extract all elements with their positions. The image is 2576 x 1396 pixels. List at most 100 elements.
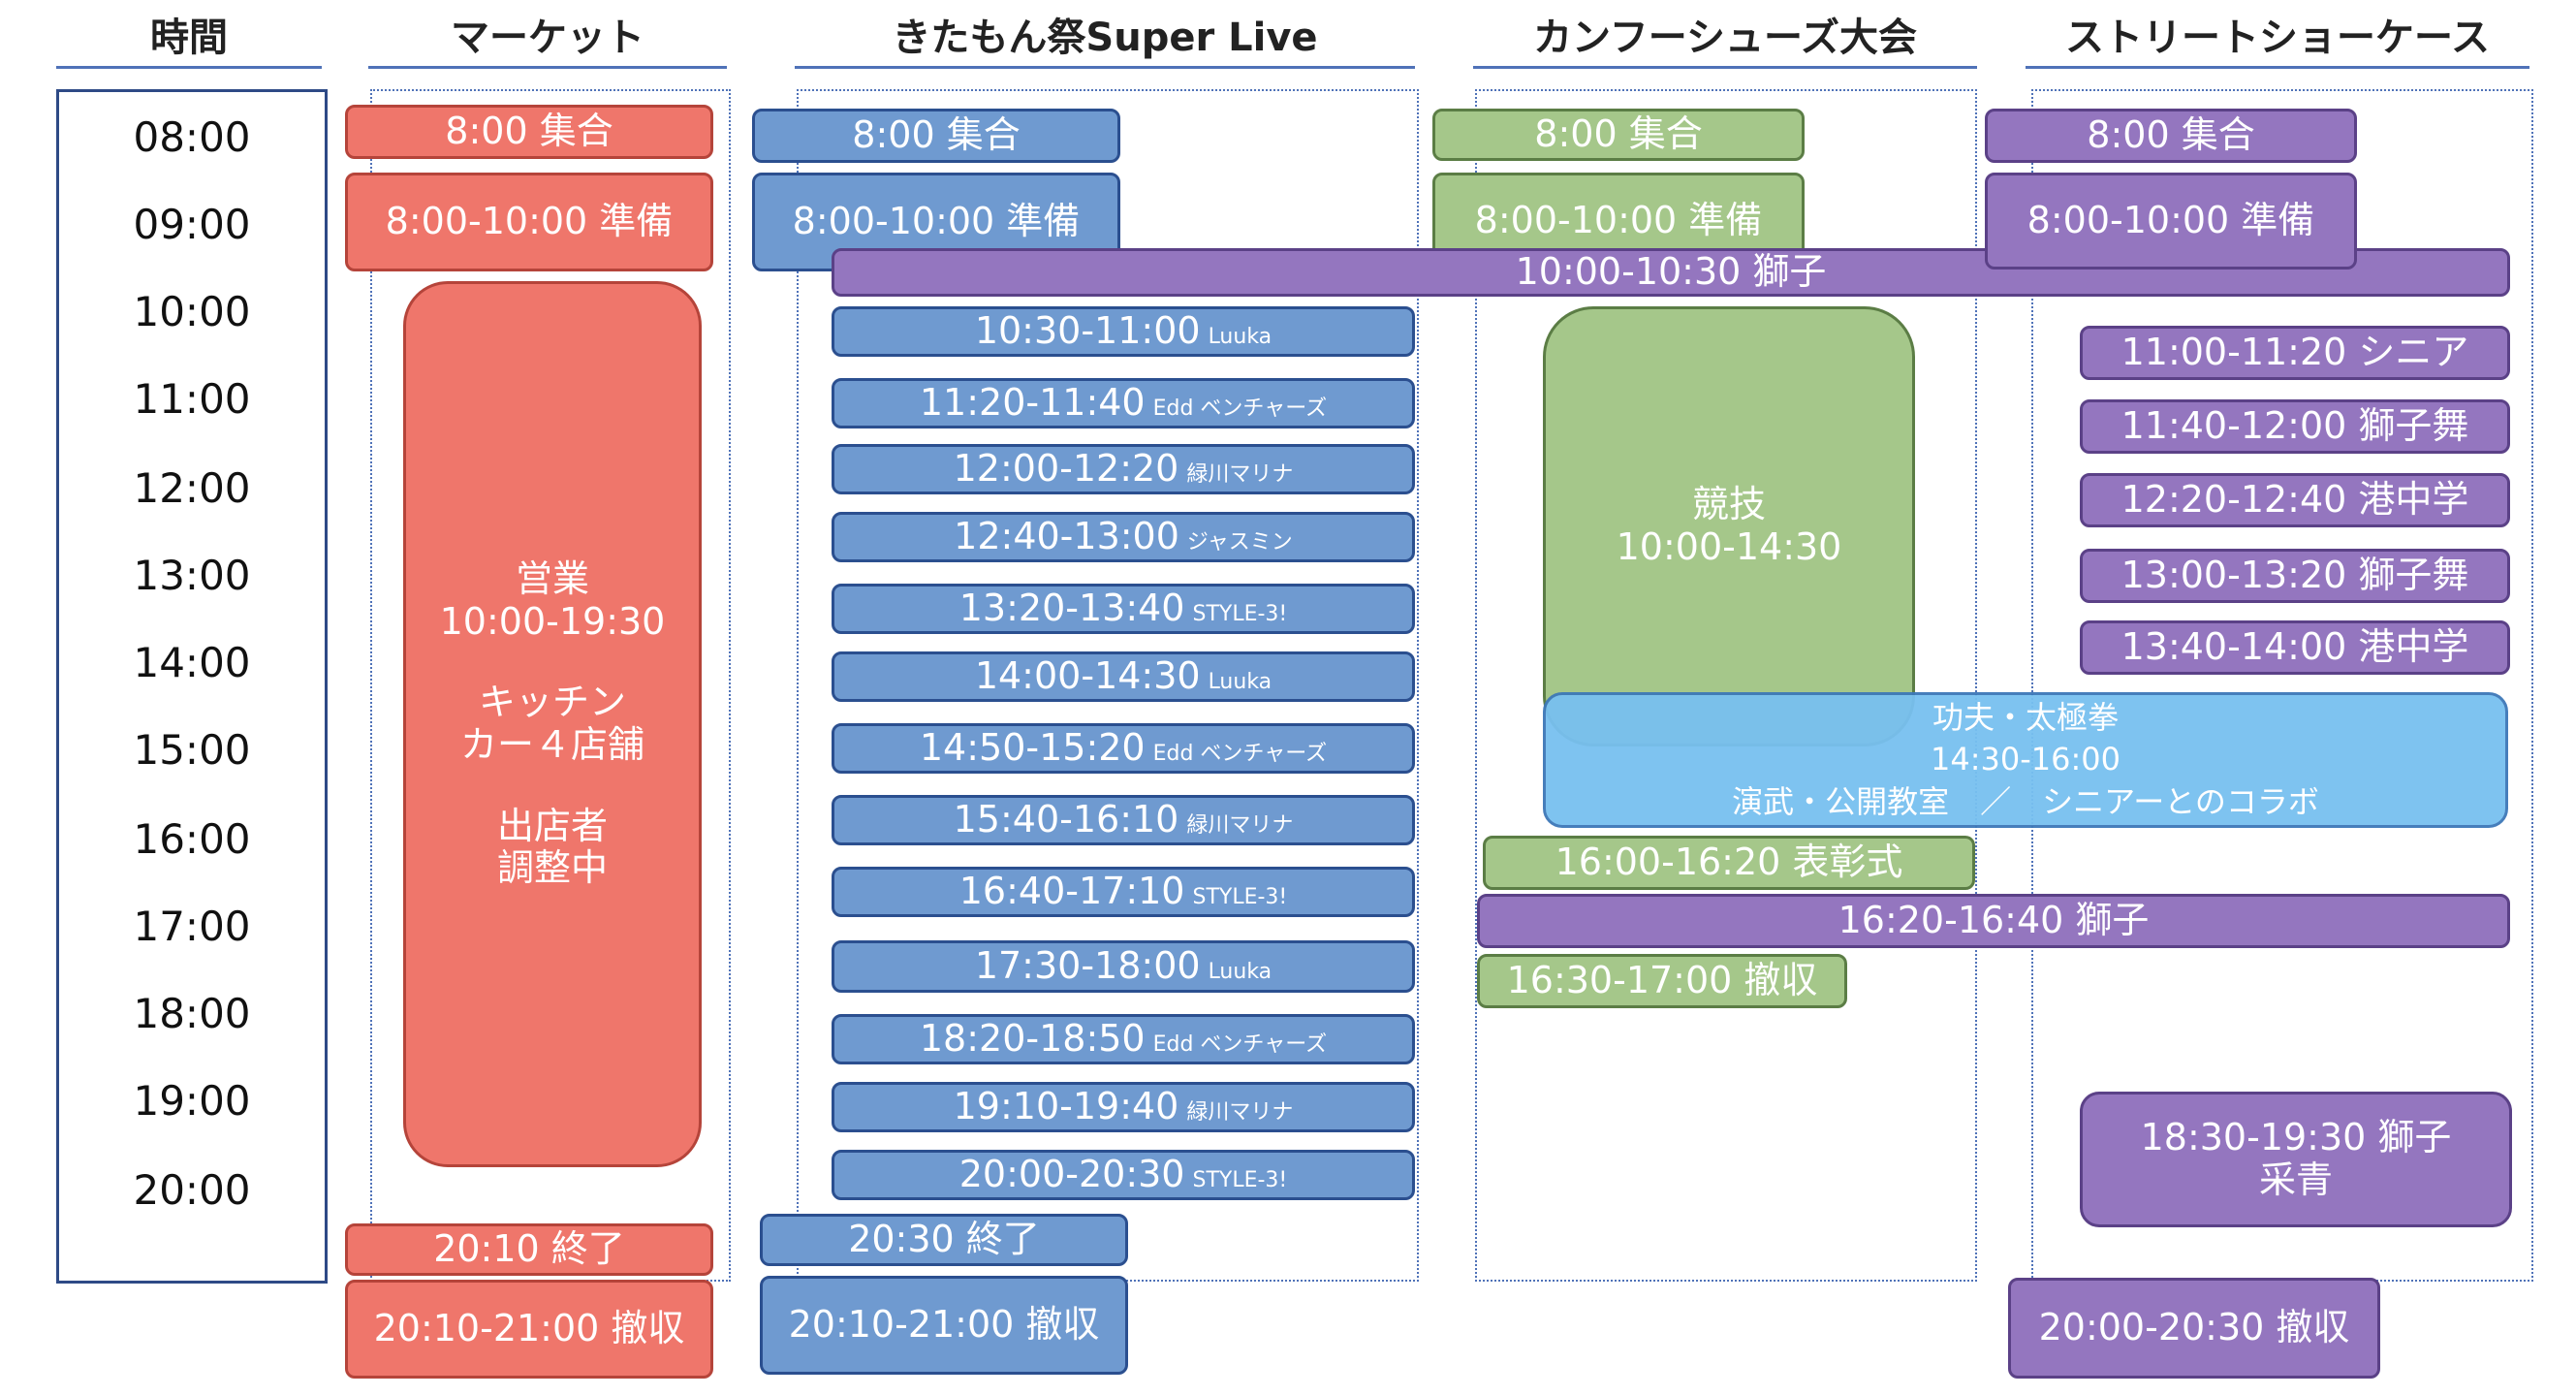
live-act-name: 緑川マリナ xyxy=(1186,462,1294,488)
time-label: 19:00 xyxy=(133,1077,251,1125)
live-end-event[interactable]: 20:30 終了 xyxy=(760,1214,1128,1266)
market-business-event[interactable]: 営業 10:00-19:30 キッチン カー４店舗 出店者 調整中 xyxy=(403,281,702,1167)
live-act-name: Edd ベンチャーズ xyxy=(1152,397,1328,422)
time-label: 13:00 xyxy=(133,552,251,599)
market-end-event[interactable]: 20:10 終了 xyxy=(345,1223,713,1276)
time-label: 10:00 xyxy=(133,288,251,335)
header-live: きたもん祭Super Live xyxy=(892,16,1318,60)
live-act-name: STYLE-3! xyxy=(1192,1168,1288,1193)
live-act-time: 14:50-15:20 xyxy=(919,726,1146,770)
live-act-name: Luuka xyxy=(1208,960,1272,985)
header-live-underline xyxy=(795,66,1415,69)
header-street: ストリートショーケース xyxy=(2065,16,2490,60)
header-kungfu-underline xyxy=(1473,66,1977,69)
live-act[interactable]: 12:00-12:20 緑川マリナ xyxy=(832,444,1415,494)
live-act-time: 15:40-16:10 xyxy=(953,798,1179,841)
time-column: 08:00 09:00 10:00 11:00 12:00 13:00 14:0… xyxy=(56,89,328,1284)
live-gather-event[interactable]: 8:00 集合 xyxy=(752,109,1120,163)
live-act-name: ジャスミン xyxy=(1186,530,1293,555)
market-business-vendors: 出店者 xyxy=(496,804,608,847)
live-act[interactable]: 12:40-13:00 ジャスミン xyxy=(832,512,1415,562)
live-act-name: Edd ベンチャーズ xyxy=(1152,1032,1328,1058)
street-item[interactable]: 11:40-12:00 獅子舞 xyxy=(2080,399,2510,454)
kungfu-demo-title: 功夫・太極拳 xyxy=(1932,699,2119,737)
kungfu-competition-event[interactable]: 競技 10:00-14:30 xyxy=(1543,306,1915,746)
time-label: 14:00 xyxy=(133,639,251,686)
live-act-time: 16:40-17:10 xyxy=(958,870,1185,913)
live-act-name: 緑川マリナ xyxy=(1186,813,1294,839)
header-kungfu: カンフーシューズ大会 xyxy=(1533,16,1917,60)
live-teardown-event[interactable]: 20:10-21:00 撤収 xyxy=(760,1276,1128,1375)
market-business-time: 10:00-19:30 xyxy=(439,599,666,643)
time-label: 16:00 xyxy=(133,815,251,863)
market-prep-event[interactable]: 8:00-10:00 準備 xyxy=(345,173,713,271)
street-item[interactable]: 11:00-11:20 シニア xyxy=(2080,326,2510,380)
street-teardown-event[interactable]: 20:00-20:30 撤収 xyxy=(2008,1278,2380,1379)
header-market-underline xyxy=(368,66,727,69)
live-act-name: Luuka xyxy=(1208,325,1272,350)
live-act-name: Luuka xyxy=(1208,670,1272,695)
kungfu-demo-time: 14:30-16:00 xyxy=(1931,741,2120,778)
time-label: 11:00 xyxy=(133,375,251,423)
live-act[interactable]: 17:30-18:00 Luuka xyxy=(832,940,1415,993)
time-label: 20:00 xyxy=(133,1166,251,1214)
street-gather-event[interactable]: 8:00 集合 xyxy=(1985,109,2357,163)
street-item[interactable]: 13:00-13:20 獅子舞 xyxy=(2080,549,2510,603)
time-label: 09:00 xyxy=(133,201,251,248)
market-gather-event[interactable]: 8:00 集合 xyxy=(345,105,713,159)
live-prep-event[interactable]: 8:00-10:00 準備 xyxy=(752,173,1120,271)
street-prep-event[interactable]: 8:00-10:00 準備 xyxy=(1985,173,2357,270)
live-act-time: 17:30-18:00 xyxy=(974,944,1201,988)
kungfu-gather-event[interactable]: 8:00 集合 xyxy=(1432,109,1805,161)
street-item[interactable]: 13:40-14:00 港中学 xyxy=(2080,620,2510,675)
header-market: マーケット xyxy=(451,16,644,60)
live-act-name: 緑川マリナ xyxy=(1186,1100,1294,1126)
street-lion-final-event[interactable]: 18:30-19:30 獅子 采青 xyxy=(2080,1092,2512,1227)
market-business-title: 営業 xyxy=(515,556,589,600)
live-act[interactable]: 10:30-11:00 Luuka xyxy=(832,306,1415,357)
market-business-vendors-status: 調整中 xyxy=(496,846,608,890)
live-act[interactable]: 15:40-16:10 緑川マリナ xyxy=(832,795,1415,845)
live-act-time: 20:00-20:30 xyxy=(958,1153,1185,1196)
live-act[interactable]: 20:00-20:30 STYLE-3! xyxy=(832,1150,1415,1200)
live-act-time: 13:20-13:40 xyxy=(958,587,1185,630)
time-label: 08:00 xyxy=(133,113,251,161)
kungfu-award-event[interactable]: 16:00-16:20 表彰式 xyxy=(1483,836,1975,890)
lion-dance-morning-event[interactable]: 10:00-10:30 獅子 xyxy=(832,248,2510,297)
live-act[interactable]: 14:00-14:30 Luuka xyxy=(832,651,1415,702)
live-act-time: 19:10-19:40 xyxy=(953,1085,1179,1128)
live-act-time: 12:00-12:20 xyxy=(953,447,1179,491)
street-lion-final-time: 18:30-19:30 獅子 xyxy=(2140,1116,2452,1159)
kungfu-demo-detail: 演武・公開教室 ／ シニアーとのコラボ xyxy=(1732,782,2319,820)
live-act-time: 11:20-11:40 xyxy=(919,381,1146,425)
time-label: 12:00 xyxy=(133,464,251,512)
live-act-time: 10:30-11:00 xyxy=(974,309,1201,353)
market-business-kitchen: キッチン xyxy=(478,681,626,724)
street-lion-final-detail: 采青 xyxy=(2258,1158,2333,1201)
lion-dance-afternoon-event[interactable]: 16:20-16:40 獅子 xyxy=(1477,894,2510,948)
live-act[interactable]: 13:20-13:40 STYLE-3! xyxy=(832,584,1415,634)
live-act-time: 18:20-18:50 xyxy=(919,1017,1146,1061)
live-act-name: STYLE-3! xyxy=(1192,602,1288,627)
time-label: 17:00 xyxy=(133,903,251,950)
header-time-underline xyxy=(56,66,322,69)
live-act[interactable]: 19:10-19:40 緑川マリナ xyxy=(832,1082,1415,1132)
live-act-time: 14:00-14:30 xyxy=(974,654,1201,698)
market-business-kitchen-count: カー４店舗 xyxy=(459,723,644,766)
kungfu-teardown-event[interactable]: 16:30-17:00 撤収 xyxy=(1477,954,1847,1008)
header-time: 時間 xyxy=(150,16,228,60)
kungfu-competition-title: 競技 xyxy=(1691,483,1766,526)
header-street-underline xyxy=(2026,66,2529,69)
market-teardown-event[interactable]: 20:10-21:00 撤収 xyxy=(345,1280,713,1379)
time-label: 15:00 xyxy=(133,726,251,774)
live-act-name: Edd ベンチャーズ xyxy=(1152,742,1328,767)
kungfu-demo-event[interactable]: 功夫・太極拳 14:30-16:00 演武・公開教室 ／ シニアーとのコラボ xyxy=(1543,692,2508,828)
street-item[interactable]: 12:20-12:40 港中学 xyxy=(2080,473,2510,527)
kungfu-competition-time: 10:00-14:30 xyxy=(1616,525,1842,568)
live-act-time: 12:40-13:00 xyxy=(954,515,1179,558)
kungfu-column-frame xyxy=(1475,89,1977,1282)
